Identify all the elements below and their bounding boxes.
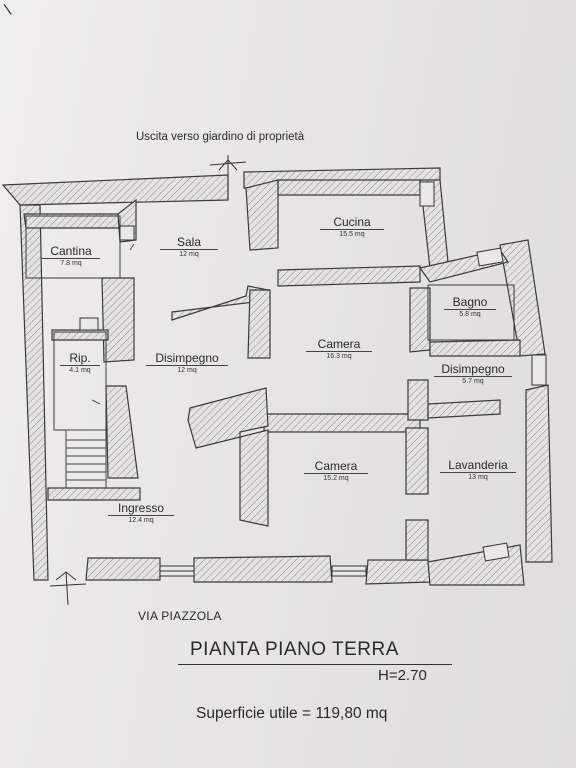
room-name: Sala <box>176 235 202 249</box>
street-label: VIA PIAZZOLA <box>138 609 222 623</box>
room-area: 12 mq <box>146 365 228 374</box>
room-name: Ingresso <box>117 501 165 515</box>
room-area: 5.7 mq <box>434 376 512 385</box>
room-cantina: Cantina 7.8 mq <box>42 244 100 267</box>
windows <box>79 181 547 577</box>
room-area: 12 mq <box>160 249 218 258</box>
room-name: Rip. <box>69 351 91 365</box>
room-camera-2: Camera 15.2 mq <box>304 459 368 482</box>
room-area: 13 mq <box>440 472 516 481</box>
room-name: Disimpegno <box>155 351 219 365</box>
room-disimpegno-2: Disimpegno 5.7 mq <box>434 362 512 385</box>
room-name: Cucina <box>333 215 371 229</box>
room-area: 12.4 mq <box>108 515 174 524</box>
room-ingresso: Ingresso 12.4 mq <box>108 501 174 524</box>
room-name: Disimpegno <box>441 362 505 376</box>
room-cucina: Cucina 15.5 mq <box>320 215 384 238</box>
room-name: Bagno <box>452 295 488 309</box>
room-name: Cantina <box>50 244 92 258</box>
room-name: Camera <box>317 337 361 351</box>
room-rip: Rip. 4.1 mq <box>60 351 100 374</box>
ceiling-height: H=2.70 <box>378 667 427 684</box>
room-lavanderia: Lavanderia 13 mq <box>440 458 516 481</box>
room-area: 5.8 mq <box>444 309 496 318</box>
room-area: 7.8 mq <box>42 258 100 267</box>
door-marks <box>91 243 135 405</box>
room-camera-1: Camera 16.3 mq <box>306 337 372 360</box>
exit-arrow <box>209 155 247 200</box>
useful-surface: Superficie utile = 119,80 mq <box>196 705 388 722</box>
entrance-arrow <box>49 571 87 606</box>
room-name: Camera <box>314 459 358 473</box>
room-area: 16.3 mq <box>306 351 372 360</box>
room-sala: Sala 12 mq <box>160 235 218 258</box>
room-name: Lavanderia <box>448 458 508 472</box>
exit-label: Uscita verso giardino di proprietà <box>136 131 305 143</box>
room-disimpegno-1: Disimpegno 12 mq <box>146 351 228 374</box>
title-underline <box>178 664 452 665</box>
room-area: 4.1 mq <box>60 365 100 374</box>
room-area: 15.5 mq <box>320 229 384 238</box>
room-area: 15.2 mq <box>304 473 368 482</box>
room-bagno: Bagno 5.8 mq <box>444 295 496 318</box>
stairs <box>65 429 107 489</box>
plan-title: PIANTA PIANO TERRA <box>190 639 399 660</box>
